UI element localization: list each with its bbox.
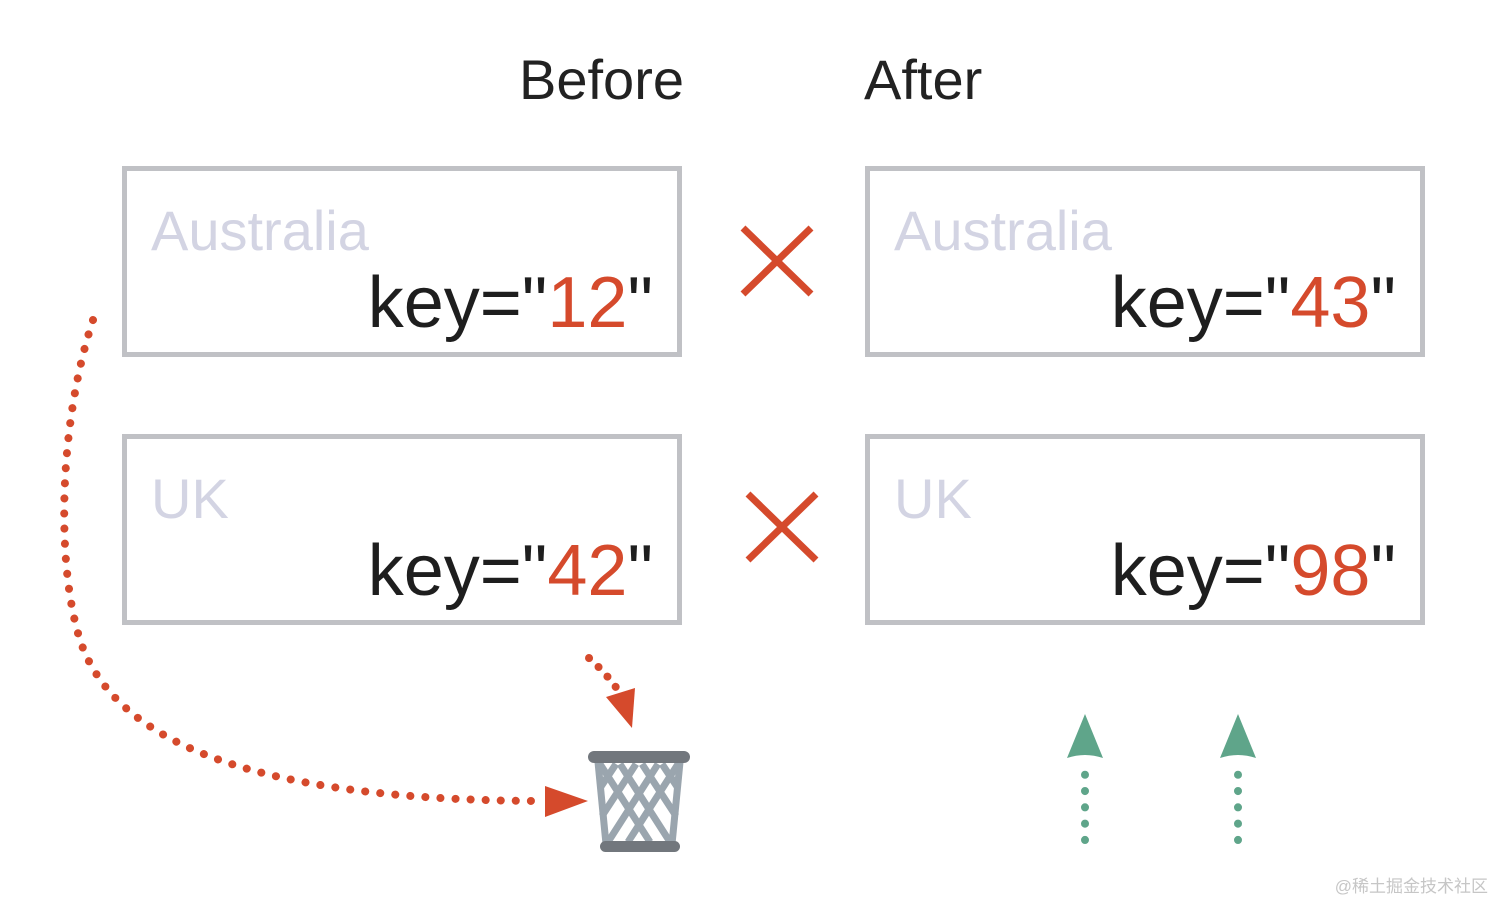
key-value: 43 bbox=[1290, 263, 1371, 343]
cross-mark-icon bbox=[740, 225, 814, 297]
key-value: 98 bbox=[1290, 531, 1371, 611]
country-label: Australia bbox=[151, 199, 369, 262]
country-label: UK bbox=[894, 467, 972, 530]
key-attribute: key="43" bbox=[1111, 263, 1396, 343]
key-prefix: key=" bbox=[1110, 263, 1291, 343]
key-prefix: key=" bbox=[367, 263, 548, 343]
heading-before: Before bbox=[519, 48, 684, 111]
watermark: @稀土掘金技术社区 bbox=[1334, 877, 1488, 896]
after-card-australia: Australia key="43" bbox=[865, 166, 1425, 357]
before-card-uk: UK key="42" bbox=[122, 434, 682, 625]
after-card-uk: UK key="98" bbox=[865, 434, 1425, 625]
heading-after: After bbox=[864, 48, 983, 111]
dotted-arrow-up-green bbox=[1067, 714, 1103, 844]
key-suffix: " bbox=[627, 263, 653, 343]
key-attribute: key="12" bbox=[368, 263, 653, 343]
key-prefix: key=" bbox=[1110, 531, 1291, 611]
dotted-arrow-red-short bbox=[585, 654, 635, 728]
key-attribute: key="42" bbox=[368, 531, 653, 611]
trash-bin-icon bbox=[588, 751, 690, 852]
cross-mark-icon bbox=[745, 491, 819, 563]
dotted-arrow-red-curved bbox=[60, 316, 588, 817]
key-suffix: " bbox=[627, 531, 653, 611]
key-attribute: key="98" bbox=[1111, 531, 1396, 611]
dotted-arrow-up-green bbox=[1220, 714, 1256, 844]
before-card-australia: Australia key="12" bbox=[122, 166, 682, 357]
key-value: 42 bbox=[547, 531, 628, 611]
country-label: UK bbox=[151, 467, 229, 530]
key-value: 12 bbox=[547, 263, 628, 343]
key-suffix: " bbox=[1370, 263, 1396, 343]
key-suffix: " bbox=[1370, 531, 1396, 611]
key-prefix: key=" bbox=[367, 531, 548, 611]
country-label: Australia bbox=[894, 199, 1112, 262]
